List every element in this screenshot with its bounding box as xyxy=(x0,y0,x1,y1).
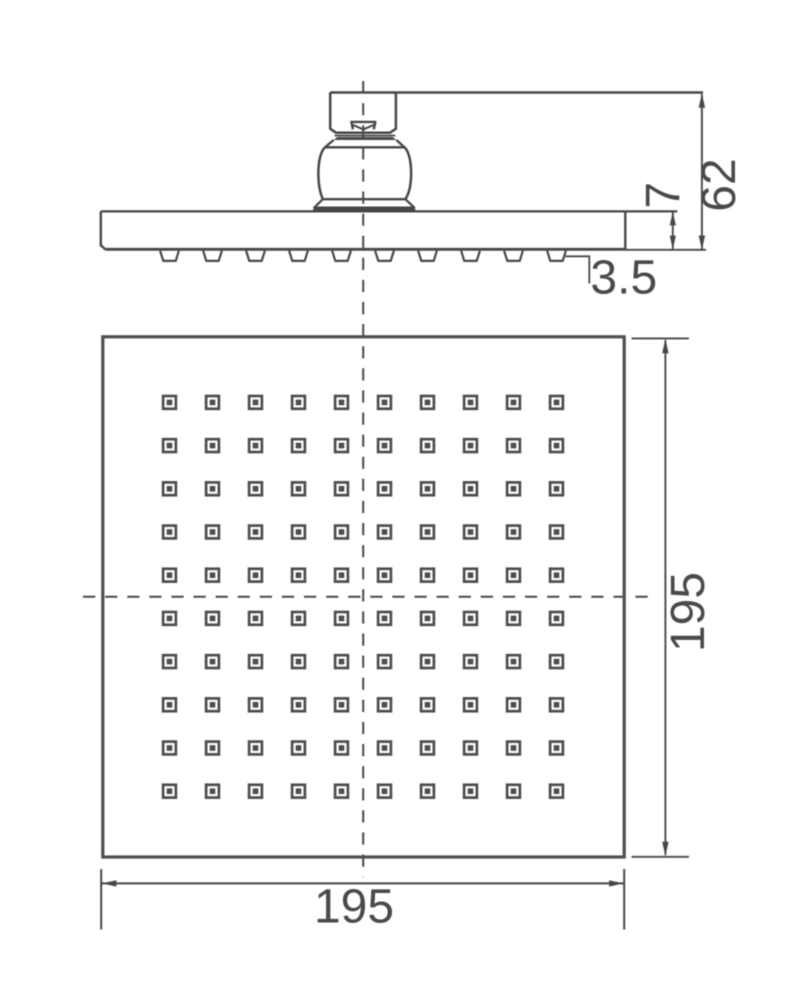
svg-text:195: 195 xyxy=(662,572,715,652)
svg-text:62: 62 xyxy=(693,158,746,211)
svg-text:7: 7 xyxy=(637,182,690,209)
svg-text:3.5: 3.5 xyxy=(590,252,657,305)
svg-text:195: 195 xyxy=(314,881,394,934)
